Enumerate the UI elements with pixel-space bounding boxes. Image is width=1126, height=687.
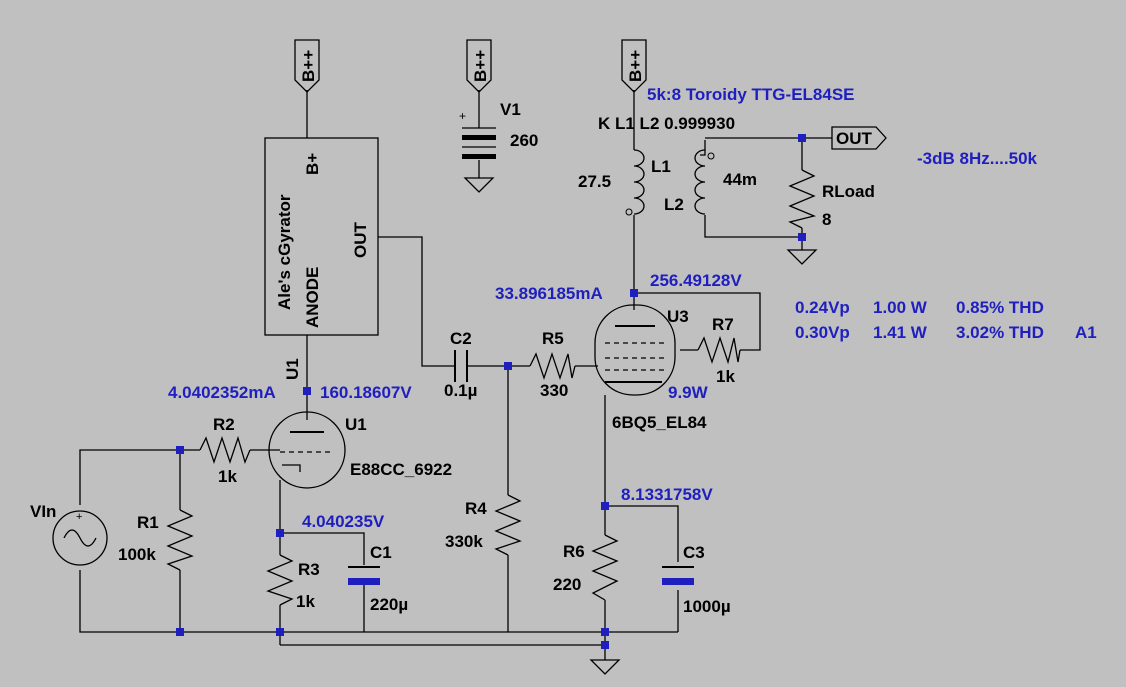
l1-value: 27.5 (578, 172, 611, 191)
gyrator-out-pin: OUT (351, 222, 370, 259)
l1-inductor: L1 27.5 (578, 149, 671, 216)
result-cell: A1 (1075, 323, 1097, 342)
r3-value: 1k (296, 592, 315, 611)
gyrator-ref: U1 (283, 358, 302, 380)
result-cell: 1.41 W (873, 323, 928, 342)
u3-name: U3 (667, 307, 689, 326)
rail-label: B++ (299, 50, 318, 82)
results-table: 0.24Vp 1.00 W 0.85% THD 0.30Vp 1.41 W 3.… (795, 298, 1097, 342)
gyrator-bplus-pin: B+ (303, 153, 322, 175)
c1-name: C1 (370, 543, 392, 562)
u1-current: 4.0402352mA (168, 383, 276, 402)
r6-value: 220 (553, 575, 581, 594)
u1-voltage: 160.18607V (320, 383, 412, 402)
rload-name: RLoad (822, 182, 875, 201)
result-cell: 1.00 W (873, 298, 928, 317)
l1-name: L1 (651, 157, 671, 176)
r6-name: R6 (563, 542, 585, 561)
transformer-note: 5k:8 Toroidy TTG-EL84SE (647, 85, 855, 104)
c2-capacitor: C2 0.1µ (444, 329, 477, 400)
c3-name: C3 (683, 543, 705, 562)
r3-resistor: R3 1k (266, 554, 320, 611)
ground-icon (786, 249, 818, 265)
bpp-flag-1: B++ (294, 39, 320, 93)
l2-inductor: L2 44m (664, 149, 757, 215)
u1-model: E88CC_6922 (350, 460, 452, 479)
c1-value: 220µ (370, 595, 408, 614)
r2-value: 1k (218, 467, 237, 486)
u3-tube-icon: U3 6BQ5_EL84 (594, 304, 707, 432)
result-cell: 3.02% THD (956, 323, 1044, 342)
result-cell: 0.85% THD (956, 298, 1044, 317)
rload-value: 8 (822, 210, 831, 229)
u1-cathode-voltage: 4.040235V (302, 512, 385, 531)
r5-resistor: R5 330 (529, 329, 576, 400)
gyrator-anode-pin: ANODE (303, 267, 322, 328)
wires (79, 90, 832, 660)
r5-name: R5 (542, 329, 564, 348)
result-cell: 0.24Vp (795, 298, 850, 317)
bandwidth-note: -3dB 8Hz....50k (917, 149, 1038, 168)
u1-tube-icon: U1 E88CC_6922 (268, 411, 452, 489)
rail-label: B++ (626, 50, 645, 82)
c1-capacitor: C1 220µ (348, 543, 408, 614)
r2-resistor: R2 1k (199, 415, 251, 486)
c2-name: C2 (450, 329, 472, 348)
v1-name: V1 (500, 100, 521, 119)
junction-dots (176, 134, 806, 649)
out-port: OUT (831, 126, 887, 150)
gyrator-block: Ale's cGyrator B+ ANODE OUT U1 (264, 137, 379, 380)
bpp-flag-3: B++ (621, 39, 647, 93)
ground-icon (589, 659, 621, 675)
u3-cathode-voltage: 8.1331758V (621, 485, 713, 504)
r6-resistor: R6 220 (553, 534, 619, 601)
r4-resistor: R4 330k (445, 494, 522, 556)
svg-text:+: + (76, 511, 82, 523)
r7-value: 1k (716, 367, 735, 386)
c3-capacitor: C3 1000µ (662, 543, 731, 616)
c3-value: 1000µ (683, 597, 731, 616)
r1-name: R1 (137, 513, 159, 532)
vin-name: VIn (30, 502, 56, 521)
r7-resistor: R7 1k (697, 315, 741, 386)
r2-name: R2 (213, 415, 235, 434)
r4-value: 330k (445, 532, 483, 551)
u1-name: U1 (345, 415, 367, 434)
u3-model: 6BQ5_EL84 (612, 413, 707, 432)
c2-value: 0.1µ (444, 381, 477, 400)
coupling-directive: K L1 L2 0.999930 (598, 114, 735, 133)
ground-icon (463, 177, 495, 193)
r5-value: 330 (540, 381, 568, 400)
r1-resistor: R1 100k (118, 509, 194, 571)
gyrator-title: Ale's cGyrator (275, 194, 294, 310)
u3-power: 9.9W (668, 383, 709, 402)
v1-value: 260 (510, 131, 538, 150)
r1-value: 100k (118, 545, 156, 564)
vin-source: + VIn (30, 502, 108, 566)
result-cell: 0.30Vp (795, 323, 850, 342)
svg-text:+: + (459, 109, 466, 123)
r4-name: R4 (465, 499, 487, 518)
rload-resistor: RLoad 8 (788, 169, 875, 229)
r3-name: R3 (298, 560, 320, 579)
out-port-label: OUT (836, 129, 873, 148)
u3-voltage: 256.49128V (650, 271, 742, 290)
r7-name: R7 (712, 315, 734, 334)
l2-value: 44m (723, 170, 757, 189)
l2-name: L2 (664, 195, 684, 214)
v1-battery: + V1 260 (459, 100, 538, 159)
bpp-flag-2: B++ (466, 39, 492, 93)
rail-label: B++ (471, 50, 490, 82)
u3-current: 33.896185mA (495, 284, 603, 303)
